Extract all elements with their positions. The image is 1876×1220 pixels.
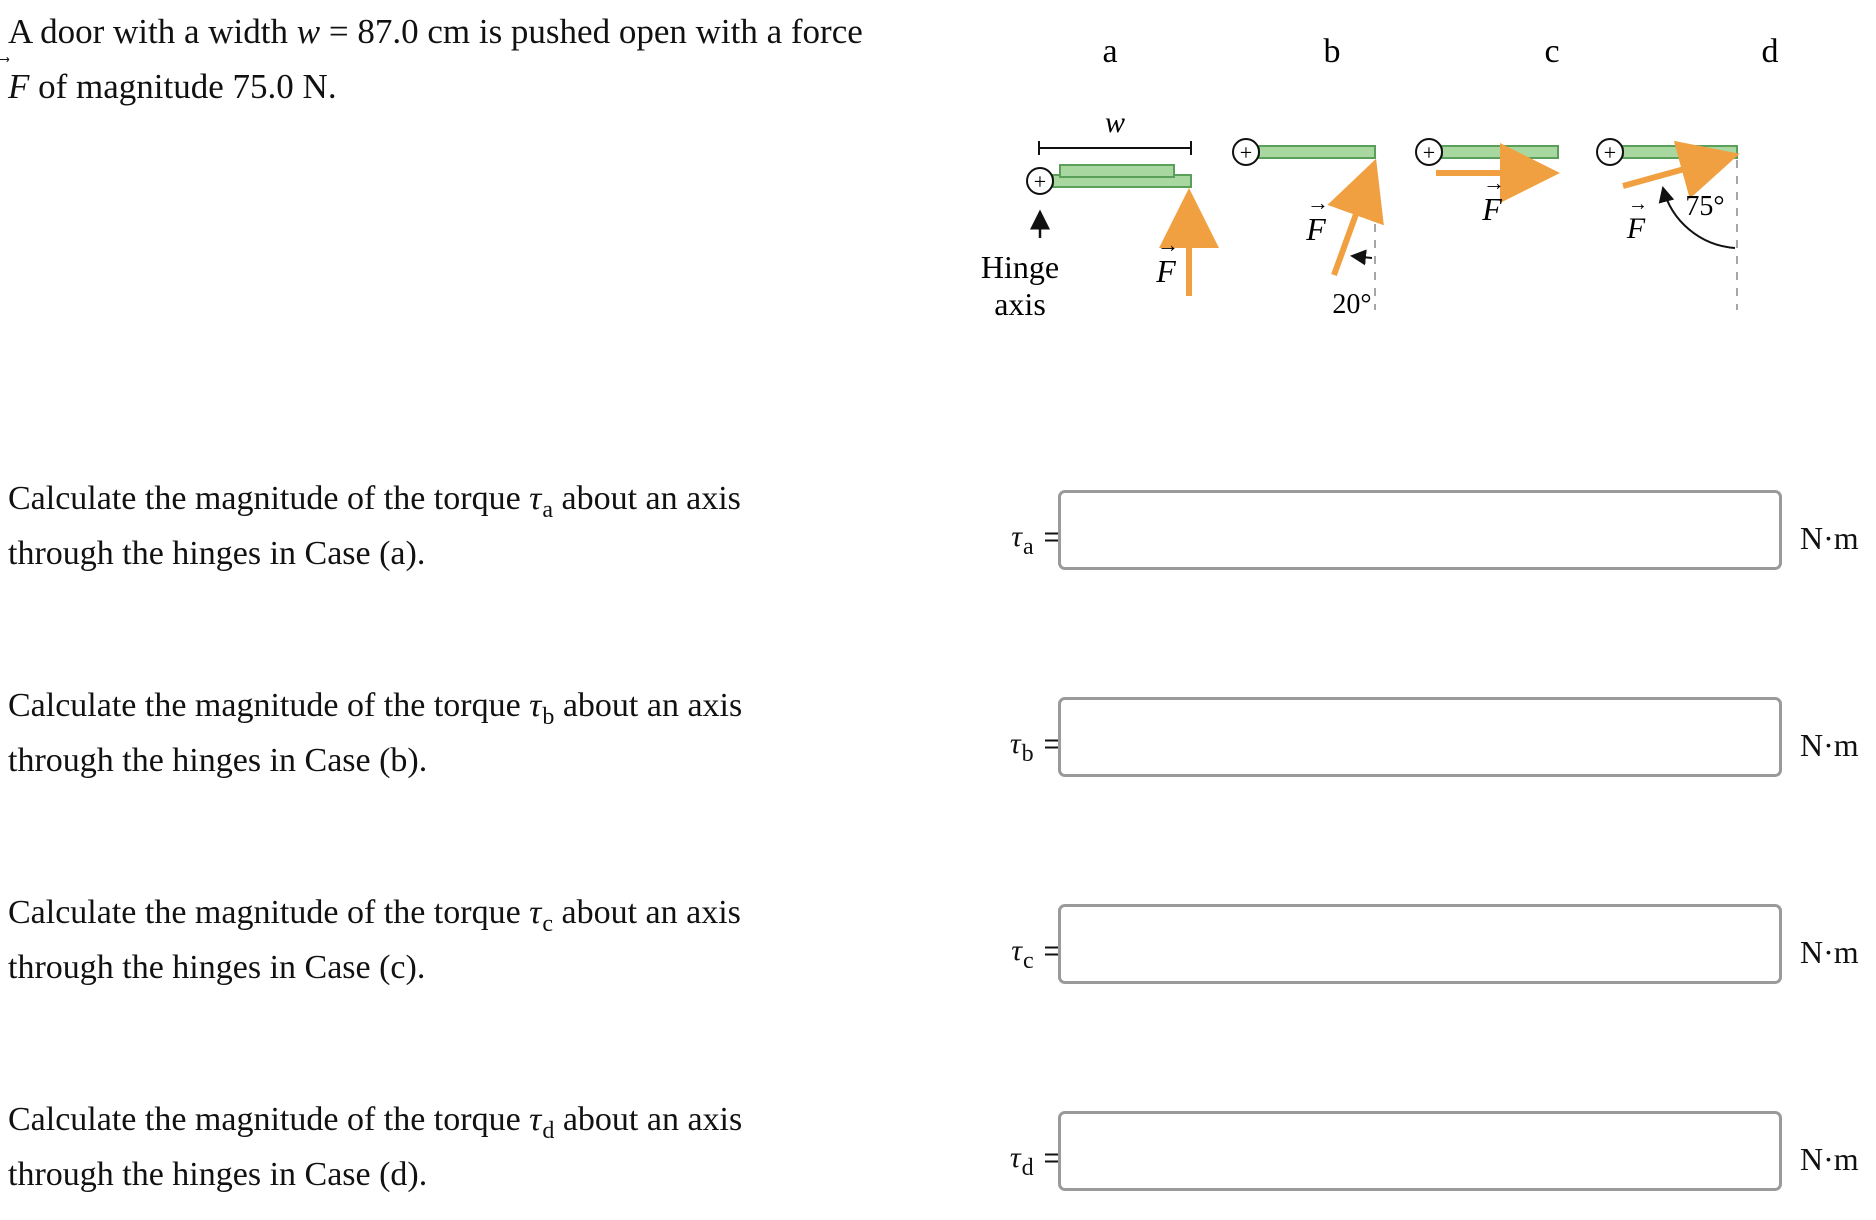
unit-label-d: N·m [1800,1141,1859,1177]
question-d: Calculate the magnitude of the torque τd… [8,1101,743,1193]
plus-sign: + [1034,169,1046,194]
vector-arrow-icon: → [1157,232,1179,257]
force-vector-symbol: ⃗F [8,67,30,106]
force-arrow-d [1622,140,1740,199]
case-label-c: c [1544,33,1559,70]
force-label-c: F [1481,191,1502,227]
door [1258,145,1376,159]
door-force-diagram: a b c d w + Hinge axis F → + F → 20° + [981,33,1779,322]
unit-label-b: N·m [1800,727,1859,763]
force-label-a: F [1155,253,1176,289]
vector-arrow-icon: → [1628,193,1648,215]
plus-sign: + [1240,140,1252,165]
vector-arrow-icon: → [1483,170,1505,195]
answer-label-c: τc= [1011,934,1060,974]
vector-arrow-icon: → [1307,190,1329,215]
problem-line-2: ⃗F of magnitude 75.0 N. [8,59,968,114]
problem-text: = 87.0 cm is pushed open with a force [320,12,863,51]
angle-label-b: 20° [1332,289,1371,320]
question-c: Calculate the magnitude of the torque τc… [8,894,741,986]
hinge-plus-icon [1232,138,1260,166]
answer-input-c[interactable] [1058,904,1782,984]
answer-input-d[interactable] [1058,1111,1782,1191]
axis-label: axis [994,286,1046,322]
hinge-label: Hinge [981,249,1059,285]
plus-sign: + [1423,140,1435,165]
angle-arc-arrow [1350,249,1373,266]
problem-line-1: A door with a width w = 87.0 cm is pushe… [8,4,968,59]
force-label-b: F [1305,211,1326,247]
case-label-b: b [1324,33,1341,70]
hinge-plus-icon [1596,138,1624,166]
hinge-plus-icon [1415,138,1443,166]
unit-label-c: N·m [1800,934,1859,970]
tau-symbol: τ [529,687,542,724]
tau-symbol: τ [529,480,542,517]
door [1059,164,1175,178]
door [1441,145,1559,159]
answer-label-a: τa= [1011,520,1060,560]
answer-input-b[interactable] [1058,697,1782,777]
angle-arc-arrow [1658,186,1736,249]
answer-label-b: τb= [1009,727,1060,767]
case-c-diagram: + F → [1415,138,1560,227]
width-variable: w [296,12,321,51]
question-a: Calculate the magnitude of the torque τa… [8,480,741,572]
answer-label-d: τd= [1009,1141,1060,1181]
tau-symbol: τ [529,1101,542,1138]
case-b-diagram: + F → 20° [1059,138,1384,320]
problem-statement: A door with a width w = 87.0 cm is pushe… [8,4,968,114]
plus-sign: + [1604,140,1616,165]
force-arrow-b [1327,158,1384,277]
angle-label-d: 75° [1685,191,1724,222]
hinge-plus-icon [1026,167,1054,195]
problem-text: of magnitude 75.0 N. [29,67,337,106]
case-d-diagram: + F → 75° [1596,138,1740,310]
width-label: w [1105,106,1125,139]
unit-label-a: N·m [1800,520,1859,556]
case-label-d: d [1762,33,1779,70]
tau-symbol: τ [529,894,542,931]
force-label-d: F [1626,212,1646,245]
problem-text: A door with a width [8,12,297,51]
question-b: Calculate the magnitude of the torque τb… [8,687,743,779]
answer-input-a[interactable] [1058,490,1782,570]
case-a-diagram: w + Hinge axis F → [981,106,1219,322]
case-label-a: a [1102,33,1117,70]
